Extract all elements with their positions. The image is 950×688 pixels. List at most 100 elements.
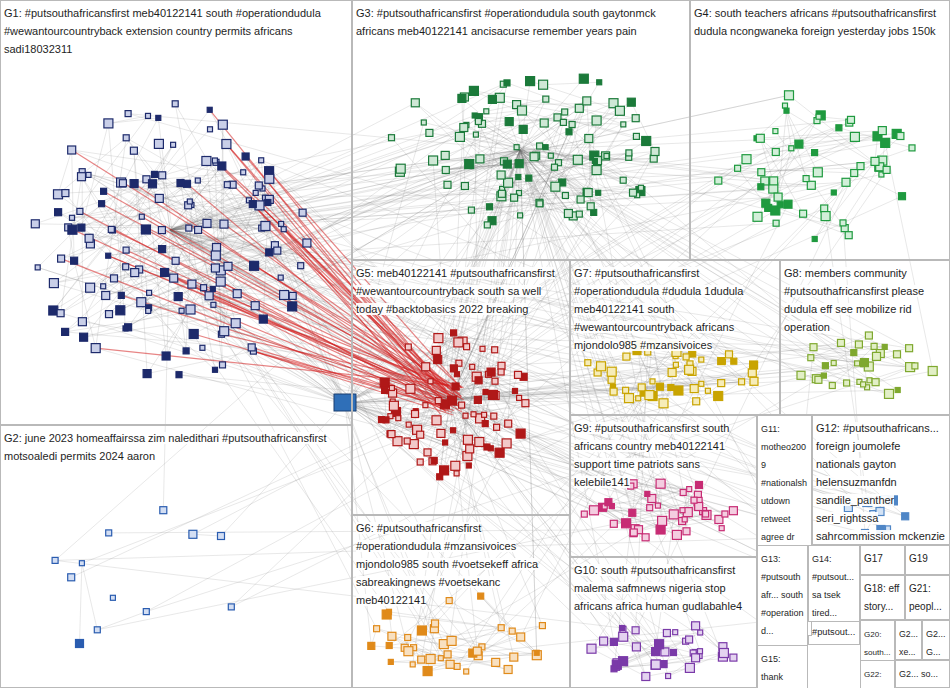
vertex <box>583 97 591 105</box>
vertex <box>387 609 392 614</box>
vertex <box>867 378 872 383</box>
vertex <box>532 651 541 660</box>
network-edge <box>170 157 629 230</box>
vertex <box>585 135 593 143</box>
network-edge <box>477 637 520 651</box>
network-edge <box>592 649 646 677</box>
vertex <box>605 499 612 506</box>
vertex <box>689 350 696 357</box>
vertex <box>821 212 830 221</box>
vertex <box>152 171 158 177</box>
vertex <box>200 345 205 350</box>
vertex <box>569 122 575 128</box>
vertex <box>162 352 170 360</box>
network-edge <box>181 183 843 588</box>
vertex <box>647 505 653 511</box>
group-box: G19 <box>905 545 950 575</box>
vertex <box>57 310 64 317</box>
network-edge <box>170 111 522 231</box>
vertex <box>650 155 657 162</box>
network-edge <box>563 122 869 380</box>
vertex <box>195 178 200 183</box>
group-label: G1: #putsouthafricansfirst meb40122141 s… <box>4 7 321 55</box>
vertex <box>895 388 900 393</box>
vertex <box>117 178 126 187</box>
vertex <box>620 626 626 632</box>
vertex <box>630 530 637 537</box>
vertex <box>406 384 415 393</box>
vertex <box>146 308 151 313</box>
vertex <box>77 208 83 214</box>
vertex <box>379 417 385 423</box>
group-label: G15: thank #putsout... <box>761 654 803 688</box>
vertex <box>388 632 396 640</box>
group-label: G21: peopl... <box>909 583 942 612</box>
vertex <box>484 222 490 228</box>
network-edge <box>818 354 897 380</box>
vertex <box>502 439 511 448</box>
vertex <box>592 116 601 125</box>
vertex <box>690 385 698 393</box>
vertex <box>522 400 529 407</box>
vertex <box>540 119 548 127</box>
network-edge <box>520 120 851 150</box>
vertex <box>494 424 500 430</box>
vertex <box>222 140 231 149</box>
vertex <box>566 129 572 135</box>
vertex <box>469 86 478 95</box>
vertex <box>797 371 805 379</box>
vertex <box>428 379 433 384</box>
vertex <box>831 190 836 195</box>
vertex <box>471 412 476 417</box>
vertex <box>459 402 465 408</box>
vertex <box>86 283 95 292</box>
highlight-edge <box>249 200 442 399</box>
vertex <box>448 396 457 405</box>
vertex <box>463 435 472 444</box>
vertex <box>650 379 655 384</box>
vertex <box>396 416 401 421</box>
vertex <box>693 398 700 405</box>
network-edge <box>126 138 779 516</box>
vertex <box>577 196 584 203</box>
vertex <box>657 383 664 390</box>
vertex <box>536 199 543 206</box>
vertex <box>850 132 859 141</box>
network-edge <box>483 164 508 349</box>
vertex <box>241 170 246 175</box>
network-edge <box>281 224 614 642</box>
vertex <box>691 497 697 503</box>
network-edge <box>422 631 537 656</box>
vertex <box>774 193 782 201</box>
group-box: G4: south teachers africans #putsouthafr… <box>690 0 950 260</box>
vertex <box>154 139 163 148</box>
vertex <box>822 363 828 369</box>
vertex <box>516 429 525 438</box>
vertex <box>683 528 690 535</box>
vertex <box>770 177 778 185</box>
vertex <box>515 160 523 168</box>
network-edge <box>174 278 479 656</box>
vertex <box>857 163 864 170</box>
vertex <box>514 145 519 150</box>
group-label: G8: members community #putsouthafricansf… <box>784 267 924 333</box>
network-edge <box>415 103 514 198</box>
vertex <box>446 660 454 668</box>
vertex <box>210 286 215 291</box>
vertex <box>265 200 271 206</box>
network-edge <box>629 166 861 398</box>
vertex <box>62 328 69 335</box>
vertex <box>674 386 683 395</box>
vertex <box>851 350 857 356</box>
vertex <box>608 376 615 383</box>
vertex <box>621 122 626 127</box>
vertex <box>488 390 497 399</box>
vertex <box>758 169 765 176</box>
vertex <box>596 190 601 195</box>
vertex <box>831 361 836 366</box>
vertex <box>699 357 704 362</box>
vertex <box>475 377 482 384</box>
vertex <box>203 219 211 227</box>
network-edge <box>170 122 509 230</box>
